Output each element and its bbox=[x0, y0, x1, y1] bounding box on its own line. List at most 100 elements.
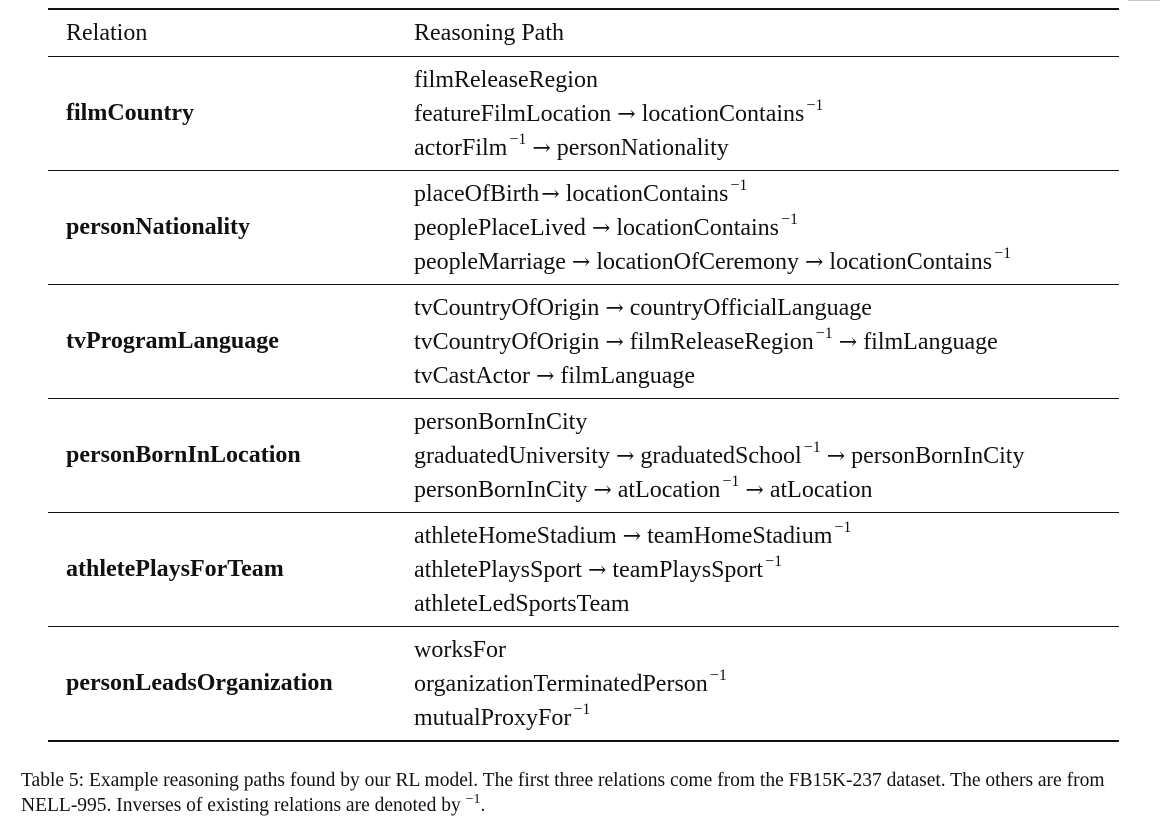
table-row: personBornInLocation personBornInCity grad… bbox=[48, 399, 1119, 513]
reasoning-path: tvCountryOfOrigin→filmReleaseRegion−1→fi… bbox=[414, 325, 1119, 359]
inverse-marker: −1 bbox=[730, 176, 748, 194]
path-arrow: → bbox=[532, 135, 551, 161]
reasoning-path: organizationTerminatedPerson−1 bbox=[414, 667, 1119, 701]
table-caption: Table 5: Example reasoning paths found b… bbox=[21, 768, 1151, 818]
inverse-marker: −1 bbox=[722, 472, 740, 490]
path-relation: featureFilmLocation bbox=[414, 100, 612, 127]
relation-cell: personLeadsOrganization bbox=[48, 627, 414, 742]
inverse-marker: −1 bbox=[806, 96, 824, 114]
relation-name: personBornInLocation bbox=[66, 442, 301, 468]
path-relation: athletePlaysSport bbox=[414, 556, 582, 583]
caption-text: Table 5: Example reasoning paths found b… bbox=[21, 770, 1105, 816]
path-relation: locationContains bbox=[616, 214, 780, 241]
path-relation: actorFilm bbox=[414, 134, 508, 161]
caption-inverse-mark: −1 bbox=[465, 792, 481, 807]
path-relation: filmLanguage bbox=[863, 328, 998, 355]
reasoning-path-cell: tvCountryOfOrigin→countryOfficialLanguag… bbox=[414, 285, 1119, 399]
reasoning-path: actorFilm−1→personNationality bbox=[414, 131, 1119, 165]
path-relation: peopleMarriage bbox=[414, 248, 566, 275]
inverse-marker: −1 bbox=[765, 552, 783, 570]
path-arrow: → bbox=[605, 295, 624, 321]
header-row: Relation Reasoning Path bbox=[48, 9, 1119, 57]
inverse-marker: −1 bbox=[803, 438, 821, 456]
path-relation: atLocation bbox=[769, 476, 873, 503]
path-relation: personBornInCity bbox=[414, 476, 588, 503]
path-relation: countryOfficialLanguage bbox=[629, 294, 872, 321]
path-arrow: → bbox=[535, 363, 555, 389]
path-arrow: → bbox=[838, 329, 858, 355]
table-body: filmCountry filmReleaseRegion featureFilmL… bbox=[48, 57, 1119, 742]
reasoning-path: peoplePlaceLived→locationContains−1 bbox=[414, 211, 1119, 245]
reasoning-path: filmReleaseRegion bbox=[414, 63, 1119, 97]
path-relation: athleteLedSportsTeam bbox=[414, 590, 630, 617]
reasoning-path: personBornInCity→atLocation−1→atLocation bbox=[414, 473, 1119, 507]
relation-name: filmCountry bbox=[66, 100, 194, 126]
path-arrow: → bbox=[591, 215, 611, 241]
header-reasoning-path: Reasoning Path bbox=[414, 19, 564, 46]
reasoning-path: athleteLedSportsTeam bbox=[414, 587, 1119, 621]
reasoning-paths-table: Relation Reasoning Path filmCountry filmR… bbox=[48, 8, 1119, 742]
path-relation: worksFor bbox=[414, 636, 507, 663]
path-relation: locationContains bbox=[641, 100, 805, 127]
path-relation: graduatedUniversity bbox=[414, 442, 610, 469]
inverse-marker: −1 bbox=[709, 666, 727, 684]
path-relation: locationOfCeremony bbox=[596, 248, 799, 275]
reasoning-path: tvCastActor→filmLanguage bbox=[414, 359, 1119, 393]
inverse-marker: −1 bbox=[509, 130, 527, 148]
path-relation: teamPlaysSport bbox=[612, 556, 764, 583]
relation-name: personNationality bbox=[66, 214, 251, 240]
inverse-marker: −1 bbox=[781, 210, 799, 228]
relation-cell: athletePlaysForTeam bbox=[48, 513, 414, 627]
header-relation: Relation bbox=[66, 19, 148, 46]
reasoning-path: mutualProxyFor−1 bbox=[414, 701, 1119, 735]
path-arrow: → bbox=[593, 477, 612, 503]
relation-cell: personNationality bbox=[48, 171, 414, 285]
path-relation: placeOfBirth bbox=[414, 180, 540, 207]
path-relation: filmReleaseRegion bbox=[414, 66, 598, 93]
inverse-marker: −1 bbox=[573, 700, 591, 718]
path-arrow: → bbox=[605, 329, 624, 355]
path-relation: tvCountryOfOrigin bbox=[414, 294, 600, 321]
path-arrow: → bbox=[826, 443, 846, 469]
caption-end: . bbox=[480, 795, 486, 816]
reasoning-path: athletePlaysSport→teamPlaysSport−1 bbox=[414, 553, 1119, 587]
inverse-marker: −1 bbox=[994, 244, 1012, 262]
path-arrow: → bbox=[541, 181, 560, 207]
inverse-marker: −1 bbox=[834, 518, 852, 536]
path-arrow: → bbox=[804, 249, 824, 275]
path-relation: locationContains bbox=[829, 248, 993, 275]
page-edge-line bbox=[1128, 0, 1160, 5]
reasoning-path: featureFilmLocation→locationContains−1 bbox=[414, 97, 1119, 131]
path-arrow: → bbox=[587, 557, 607, 583]
table: Relation Reasoning Path filmCountry filmR… bbox=[48, 8, 1119, 742]
path-arrow: → bbox=[745, 477, 764, 503]
path-relation: filmLanguage bbox=[560, 362, 696, 389]
reasoning-path: personBornInCity bbox=[414, 405, 1119, 439]
reasoning-path: worksFor bbox=[414, 633, 1119, 667]
path-relation: atLocation bbox=[617, 476, 721, 503]
inverse-marker: −1 bbox=[815, 324, 833, 342]
path-relation: teamHomeStadium bbox=[647, 522, 833, 549]
path-arrow: → bbox=[622, 523, 642, 549]
path-arrow: → bbox=[571, 249, 591, 275]
reasoning-path: graduatedUniversity→graduatedSchool−1→pe… bbox=[414, 439, 1119, 473]
path-relation: graduatedSchool bbox=[640, 442, 802, 469]
path-relation: locationContains bbox=[565, 180, 729, 207]
path-relation: tvCountryOfOrigin bbox=[414, 328, 600, 355]
reasoning-path: athleteHomeStadium→teamHomeStadium−1 bbox=[414, 519, 1119, 553]
path-arrow: → bbox=[615, 443, 635, 469]
table-header: Relation Reasoning Path bbox=[48, 9, 1119, 57]
reasoning-path: tvCountryOfOrigin→countryOfficialLanguag… bbox=[414, 291, 1119, 325]
table-row: filmCountry filmReleaseRegion featureFilmL… bbox=[48, 57, 1119, 171]
path-relation: personBornInCity bbox=[851, 442, 1025, 469]
path-relation: mutualProxyFor bbox=[414, 704, 572, 731]
